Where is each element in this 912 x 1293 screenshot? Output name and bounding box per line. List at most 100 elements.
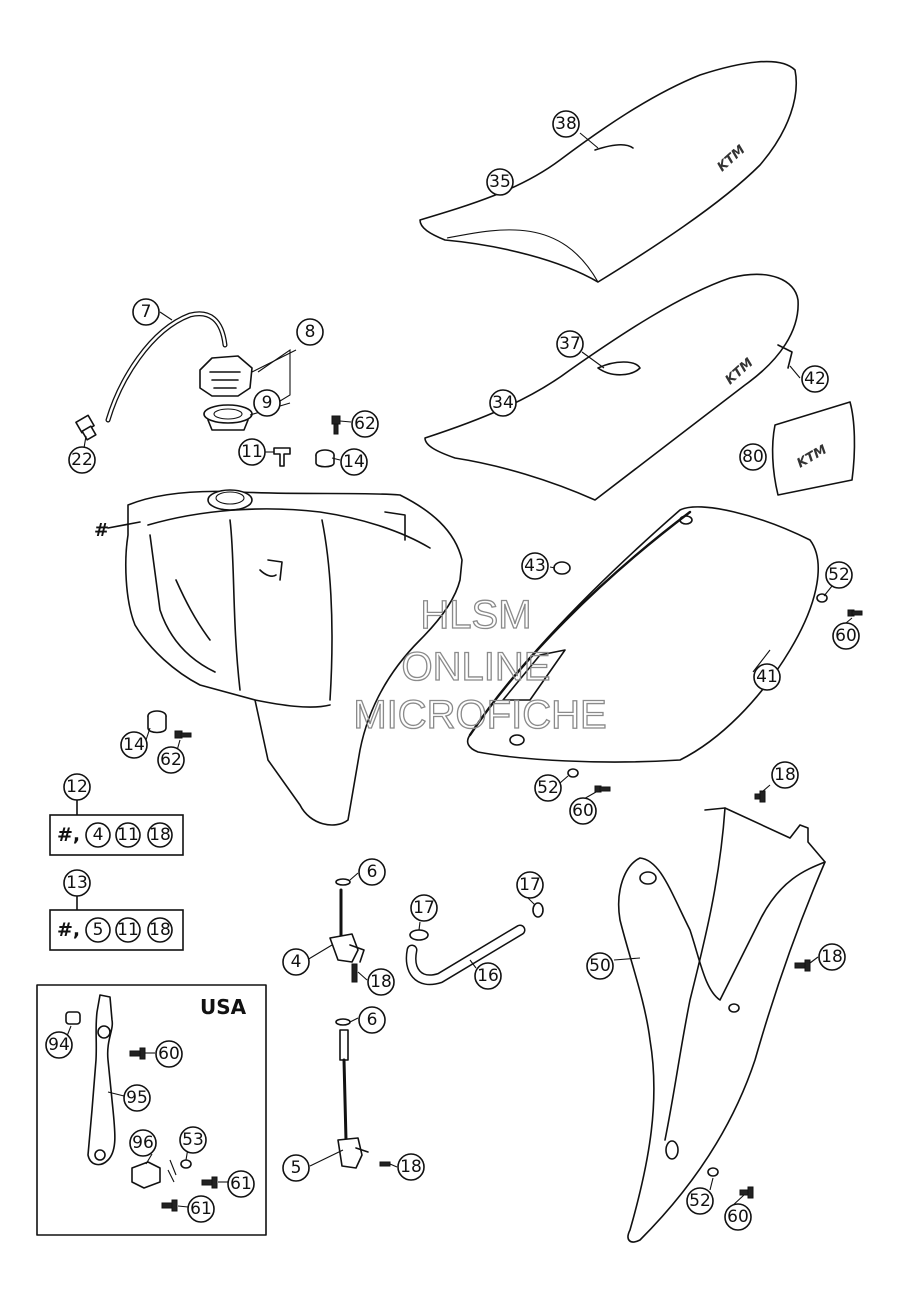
callout-9: 9 (253, 389, 281, 417)
side-cover-part-41 (466, 506, 819, 763)
bolt-part-18-top (754, 790, 766, 803)
washer-part-52-mid (567, 768, 579, 778)
svg-text:52: 52 (689, 1191, 711, 1211)
svg-text:18: 18 (149, 825, 171, 845)
svg-text:38: 38 (555, 114, 577, 134)
cap-part-94 (65, 1011, 81, 1025)
kit-12-prefix: #, (57, 824, 80, 846)
callout-22: 22 (68, 446, 96, 474)
callout-8: 8 (296, 318, 324, 346)
callout-18-top: 18 (771, 761, 799, 789)
callout-7: 7 (132, 298, 160, 326)
washer-part-52-right (816, 593, 828, 603)
fuel-tank: # (94, 489, 463, 826)
svg-text:60: 60 (727, 1207, 749, 1227)
kit-13-part-11: 11 (115, 917, 141, 943)
kit-13-part-5: 5 (85, 917, 111, 943)
callout-60-right: 60 (832, 622, 860, 650)
fuel-tap-part-5 (335, 1018, 391, 1169)
svg-text:43: 43 (524, 556, 546, 576)
callout-61-a: 61 (227, 1170, 255, 1198)
svg-text:53: 53 (182, 1130, 204, 1150)
svg-text:18: 18 (370, 972, 392, 992)
svg-text:5: 5 (93, 920, 104, 940)
usa-label: USA (200, 995, 247, 1019)
callout-52-mid: 52 (534, 774, 562, 802)
callout-11: 11 (238, 438, 266, 466)
callout-43: 43 (521, 552, 549, 580)
watermark-line-3: MICROFICHE (353, 693, 606, 737)
callout-53: 53 (179, 1126, 207, 1154)
callout-62-top: 62 (351, 410, 379, 438)
svg-text:52: 52 (828, 565, 850, 585)
kit-13-prefix: #, (57, 919, 80, 941)
svg-text:17: 17 (519, 875, 541, 895)
svg-text:18: 18 (774, 765, 796, 785)
svg-text:60: 60 (572, 801, 594, 821)
callout-60-mid: 60 (569, 797, 597, 825)
callout-6-top: 6 (358, 858, 386, 886)
callout-5: 5 (282, 1154, 310, 1182)
callout-52-right: 52 (825, 561, 853, 589)
callout-4: 4 (282, 948, 310, 976)
callout-16: 16 (474, 962, 502, 990)
svg-text:9: 9 (262, 393, 273, 413)
callout-50: 50 (586, 952, 614, 980)
callout-18-panel: 18 (818, 943, 846, 971)
callout-12: 12 (63, 773, 91, 801)
callout-41: 41 (753, 663, 781, 691)
svg-text:11: 11 (117, 920, 139, 940)
bolt-part-60-right (847, 609, 863, 617)
seat-part-34: KTM (424, 273, 799, 501)
fuel-tap-part-4 (329, 878, 365, 983)
washer-part-53 (167, 1159, 192, 1183)
svg-text:95: 95 (126, 1088, 148, 1108)
svg-text:41: 41 (756, 667, 778, 687)
svg-text:7: 7 (141, 302, 152, 322)
callout-62-bottom: 62 (157, 746, 185, 774)
svg-text:14: 14 (123, 735, 145, 755)
bolt-part-62-bottom (174, 730, 192, 739)
bolt-part-60-usa (129, 1047, 146, 1060)
rubber-part-14-top (315, 449, 335, 468)
svg-text:34: 34 (492, 393, 514, 413)
screw-part-11 (273, 447, 291, 467)
hose-clamp-part-17-left (409, 929, 429, 941)
watermark: HLSM ONLINE MICROFICHE (353, 592, 608, 737)
svg-text:4: 4 (93, 825, 104, 845)
bolt-part-61-b (161, 1199, 178, 1212)
kit-12-part-18: 18 (147, 822, 173, 848)
svg-text:35: 35 (489, 172, 511, 192)
fuel-cap-part-8 (199, 355, 253, 397)
svg-text:18: 18 (149, 920, 171, 940)
svg-text:12: 12 (66, 777, 88, 797)
svg-text:6: 6 (367, 1010, 378, 1030)
svg-text:18: 18 (400, 1157, 422, 1177)
svg-text:60: 60 (835, 626, 857, 646)
seat-part-35: KTM (419, 60, 798, 283)
bolt-part-18-mid (794, 959, 811, 972)
svg-text:14: 14 (343, 452, 365, 472)
callout-34: 34 (489, 389, 517, 417)
bolt-part-60-mid (594, 785, 611, 793)
svg-text:80: 80 (742, 447, 764, 467)
svg-text:17: 17 (413, 898, 435, 918)
callout-13: 13 (63, 869, 91, 897)
grommet-part-43 (553, 561, 571, 575)
callout-96: 96 (129, 1129, 157, 1157)
svg-text:62: 62 (354, 414, 376, 434)
svg-text:13: 13 (66, 873, 88, 893)
callout-94: 94 (45, 1031, 73, 1059)
kit-12-part-4: 4 (85, 822, 111, 848)
svg-text:62: 62 (160, 750, 182, 770)
callout-95: 95 (123, 1084, 151, 1112)
callout-38: 38 (552, 110, 580, 138)
callout-37: 37 (556, 330, 584, 358)
callout-14-bottom: 14 (120, 731, 148, 759)
rubber-part-14-bottom (147, 710, 167, 734)
svg-text:60: 60 (158, 1044, 180, 1064)
svg-text:6: 6 (367, 862, 378, 882)
usa-box (36, 984, 267, 1236)
svg-text:61: 61 (190, 1199, 212, 1219)
